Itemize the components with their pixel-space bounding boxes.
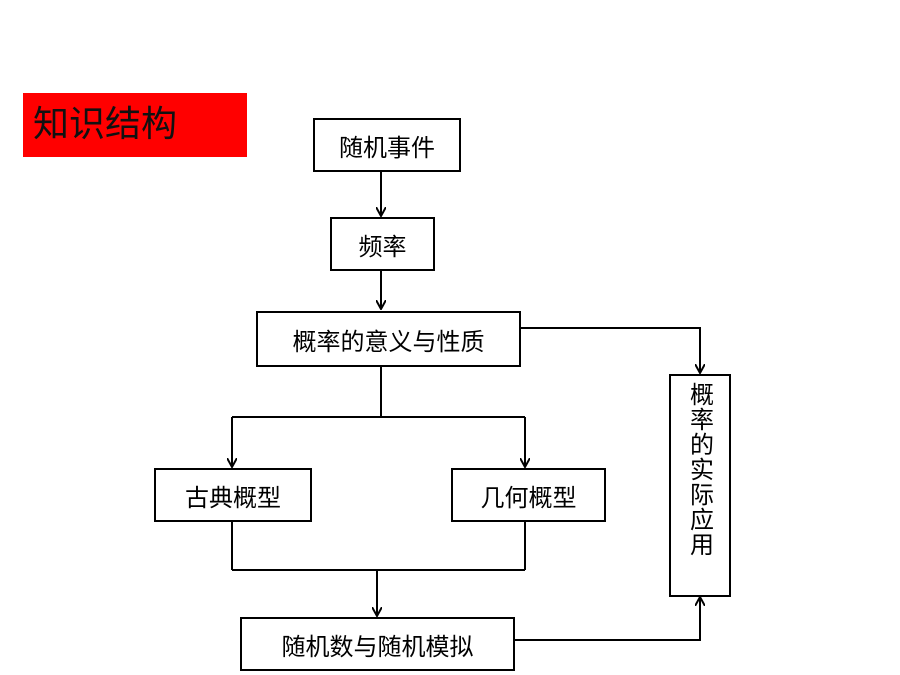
arrow-random-sim-to-application <box>515 598 700 641</box>
node-probability-application: 概率的实际应用 <box>669 374 731 597</box>
section-title: 知识结构 <box>23 93 247 157</box>
node-random-event: 随机事件 <box>313 118 461 172</box>
application-label: 概率的实际应用 <box>685 382 714 557</box>
node-classical-model: 古典概型 <box>154 468 312 522</box>
node-random-simulation: 随机数与随机模拟 <box>240 617 515 671</box>
arrow-meaning-to-application <box>520 327 700 372</box>
node-frequency: 频率 <box>330 217 435 271</box>
node-geometric-model: 几何概型 <box>451 468 606 522</box>
node-probability-meaning: 概率的意义与性质 <box>256 311 521 367</box>
